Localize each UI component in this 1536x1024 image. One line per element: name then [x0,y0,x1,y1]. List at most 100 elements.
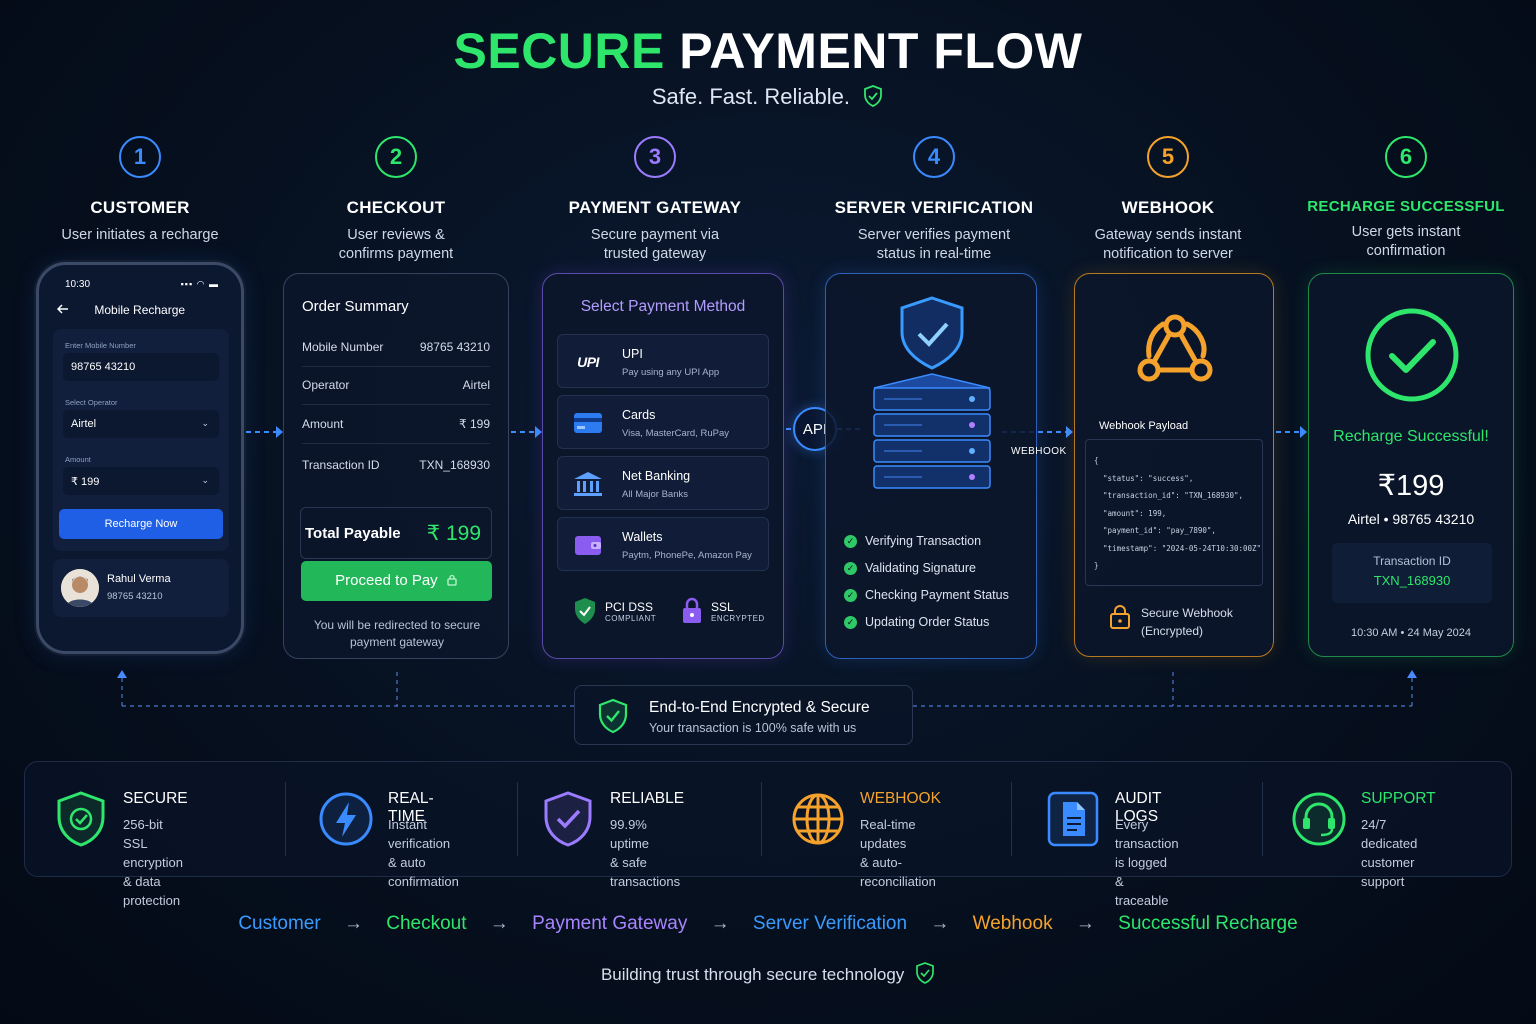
step-desc: User gets instant confirmation [1351,224,1461,259]
success-title: Recharge Successful! [1333,428,1489,445]
card-icon [570,409,606,437]
feature-line: is logged & traceable [1115,855,1169,908]
recharge-form: Enter Mobile Number 98765 43210 Select O… [53,329,229,551]
row-label: Mobile Number [302,340,384,354]
select-method-title: Select Payment Method [580,298,746,315]
operator-select[interactable]: Airtel ⌄ [63,410,219,438]
flow-arrow-icon: → [489,913,509,934]
step-number: 6 [1385,136,1427,178]
step-desc: User reviews & confirms payment [338,227,454,262]
method-sub: All Major Banks [622,489,688,500]
feature-line: & safe transactions [610,855,681,889]
feature-line: & data protection [123,874,181,908]
bank-icon [570,470,606,498]
summary-row: Amount ₹ 199 [302,417,490,444]
txn-label: Transaction ID [1373,554,1451,568]
feature-line: 99.9% uptime [610,817,650,851]
feature-line: Real-time updates [860,817,916,851]
document-icon [1047,791,1099,847]
flow-summary: Customer → Checkout → Payment Gateway → … [0,913,1536,935]
checkout-card: Order Summary Mobile Number 98765 43210 … [283,273,509,659]
feature-divider [285,782,286,856]
method-upi[interactable]: UPI UPI Pay using any UPI App [557,334,769,388]
step-name: SERVER VERIFICATION [834,198,1034,217]
feature-line: & auto confirmation [388,855,459,889]
webhook-card: Webhook Payload { "status": "success", "… [1074,273,1274,657]
mobile-input[interactable]: 98765 43210 [63,353,219,381]
shield-check-icon [916,962,934,984]
amount-value: ₹ 199 [71,476,100,488]
method-name: Cards [622,408,656,422]
check-icon: ✓ [844,588,857,602]
flow-step: Successful Recharge [1118,913,1298,934]
check-label: Checking Payment Status [865,588,1009,602]
feature-title: AUDIT LOGS [1115,790,1162,825]
method-name: UPI [622,347,643,361]
check-label: Validating Signature [865,561,976,575]
feature-line: & auto-reconciliation [860,855,936,889]
txn-value: TXN_168930 [1373,573,1451,588]
encryption-sub: Your transaction is 100% safe with us [649,721,857,735]
recharge-now-button[interactable]: Recharge Now [59,509,223,539]
badge-title: PCI DSS [605,599,654,614]
user-number: 98765 43210 [107,591,163,602]
encryption-banner: End-to-End Encrypted & Secure Your trans… [574,685,913,745]
avatar [61,569,99,607]
step-webhook: 5 WEBHOOK Gateway sends instant notifica… [1048,136,1288,264]
step-desc: Gateway sends instant notification to se… [1094,227,1242,262]
arrow-left-icon[interactable] [56,303,72,317]
flow-arrow-icon: → [710,913,730,934]
lock-icon [447,574,457,586]
connector-arrowhead [276,426,283,438]
amount-label: Amount [65,455,91,464]
payload-title: Webhook Payload [1099,420,1189,432]
secure-line2: (Encrypted) [1141,624,1204,638]
shield-check-icon [598,698,628,734]
success-time: 10:30 AM • 24 May 2024 [1350,627,1472,639]
success-check-icon [1365,308,1459,402]
connector-arrowhead [535,426,542,438]
feature-line: Instant verification [388,817,451,851]
row-value: 98765 43210 [419,340,490,354]
server-verification-card: ✓Verifying Transaction ✓Validating Signa… [825,273,1037,659]
feature-desc: Every transaction is logged & traceable [1115,815,1179,910]
lightning-icon [319,792,373,846]
upi-logo-text: UPI [577,354,599,370]
redirect-note: You will be redirected to secure payment… [313,618,481,649]
ssl-badge: SSL ENCRYPTED [681,597,765,625]
secure-webhook: Secure Webhook (Encrypted) [1109,604,1233,640]
feature-divider [761,782,762,856]
feature-divider [517,782,518,856]
feature-desc: 99.9% uptime & safe transactions [610,815,680,891]
shield-check-icon [57,791,105,847]
title-secure: SECURE [453,23,665,79]
method-net-banking[interactable]: Net Banking All Major Banks [557,456,769,510]
method-cards[interactable]: Cards Visa, MasterCard, RuPay [557,395,769,449]
feature-line: Every transaction [1115,817,1179,851]
subtitle-text: Safe. Fast. Reliable. [651,84,850,109]
upi-logo-icon: UPI [570,348,606,376]
lock-icon [1110,605,1130,629]
flow-step: Webhook [972,913,1053,934]
recharge-success-card: Recharge Successful! ₹199 Airtel • 98765… [1308,273,1514,657]
success-operator: Airtel • 98765 43210 [1347,511,1475,527]
check-icon: ✓ [844,534,857,548]
step-checkout: 2 CHECKOUT User reviews & confirms payme… [276,136,516,264]
step-payment-gateway: 3 PAYMENT GATEWAY Secure payment via tru… [535,136,775,264]
method-wallets[interactable]: Wallets Paytm, PhonePe, Amazon Pay [557,517,769,571]
feature-line: 256-bit SSL encryption [123,817,183,870]
proceed-to-pay-button[interactable]: Proceed to Pay [301,561,492,601]
webhook-icon [1137,314,1213,382]
feature-divider [1011,782,1012,856]
globe-icon [792,793,844,845]
feature-title: SECURE [123,790,188,807]
feature-title: REAL-TIME [388,790,434,825]
phone-title: Mobile Recharge [94,303,186,317]
total-label: Total Payable [305,524,401,542]
phone-mockup: 10:30 ▪▪▪ ◠ ▬ Mobile Recharge Enter Mobi… [36,262,244,654]
summary-row: Operator Airtel [302,378,490,405]
amount-select[interactable]: ₹ 199 ⌄ [63,467,219,495]
row-label: Amount [302,417,344,431]
flow-step: Checkout [386,913,467,934]
feature-desc: Instant verification & auto confirmation [388,815,459,891]
